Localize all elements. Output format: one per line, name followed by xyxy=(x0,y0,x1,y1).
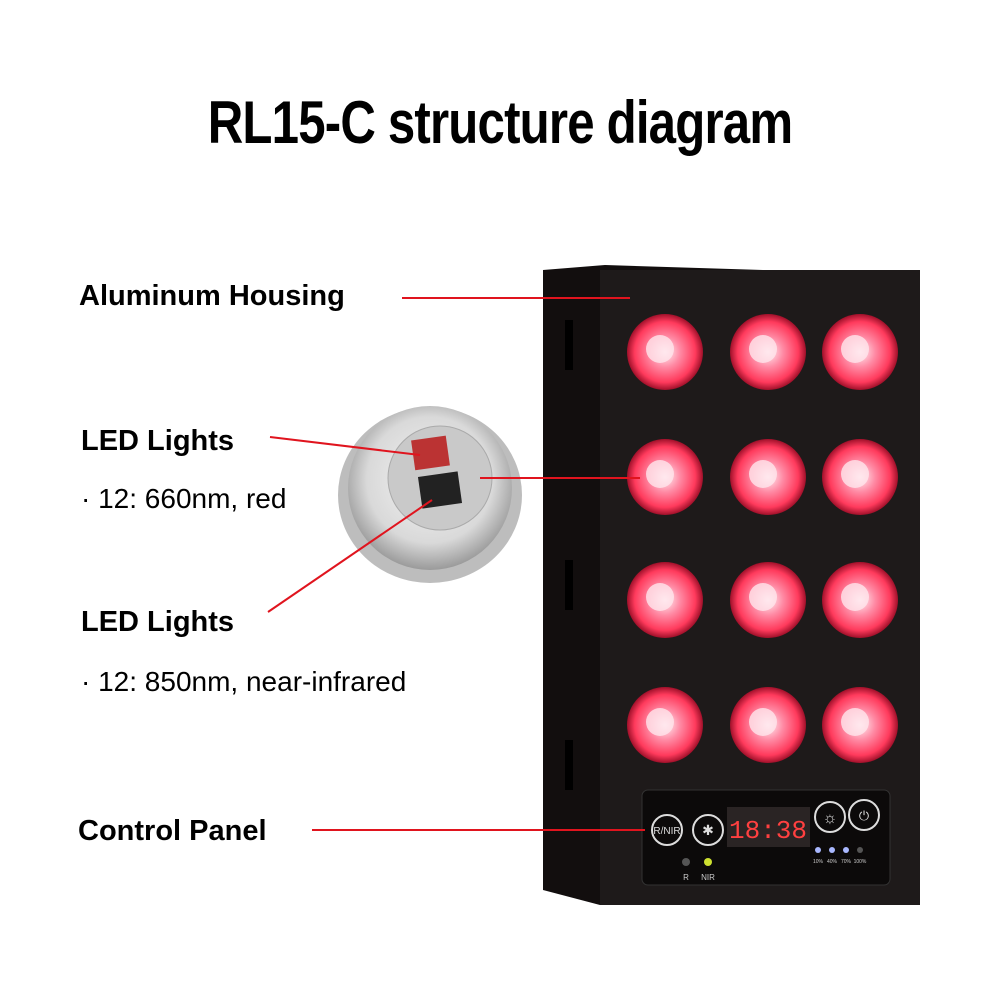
led-lens xyxy=(646,335,674,363)
level-label: 40% xyxy=(827,859,838,865)
led-grid xyxy=(627,314,898,763)
label-control-panel: Control Panel xyxy=(78,815,267,847)
indicator-r: R xyxy=(683,873,689,882)
led-lens xyxy=(841,335,869,363)
level-label: 70% xyxy=(841,859,852,865)
led-lens xyxy=(749,708,777,736)
led-lens xyxy=(841,583,869,611)
level-indicator xyxy=(843,847,849,853)
led-lens xyxy=(646,460,674,488)
level-indicator xyxy=(857,847,863,853)
page-title: RL15-C structure diagram xyxy=(207,89,793,156)
sun-icon: ☼ xyxy=(823,810,838,827)
label-led-red-detail: · 12: 660nm, red xyxy=(81,483,287,514)
power-icon: ⏻ xyxy=(859,808,869,823)
brightness-button[interactable] xyxy=(814,801,846,833)
level-label: 100% xyxy=(854,859,867,865)
led-lens xyxy=(646,583,674,611)
mode-button[interactable] xyxy=(651,814,683,846)
level-indicator xyxy=(829,847,835,853)
timer-display: 18:38 xyxy=(729,816,807,846)
label-aluminum-housing: Aluminum Housing xyxy=(79,280,345,312)
label-led-lights-red: LED Lights xyxy=(81,425,235,457)
indicator-nir: NIR xyxy=(701,873,715,882)
power-button[interactable] xyxy=(848,799,880,831)
led-chip-closeup xyxy=(338,406,522,583)
led-lens xyxy=(749,335,777,363)
sound-icon: ✱ xyxy=(702,822,714,838)
led-lens xyxy=(841,460,869,488)
led-lens xyxy=(841,708,869,736)
control-panel: R/NIR ✱ 18:38 ☼ ⏻ R NIR 10%40%70%100% xyxy=(641,789,891,886)
level-indicator xyxy=(815,847,821,853)
led-lens xyxy=(749,460,777,488)
led-lens xyxy=(749,583,777,611)
label-led-lights-nir: LED Lights xyxy=(81,606,235,638)
level-label: 10% xyxy=(813,859,824,865)
led-lens xyxy=(646,708,674,736)
sound-button[interactable] xyxy=(692,814,724,846)
mode-button-label: R/NIR xyxy=(653,826,680,837)
leader-lines xyxy=(267,297,645,831)
label-led-nir-detail: · 12: 850nm, near-infrared xyxy=(81,666,407,697)
